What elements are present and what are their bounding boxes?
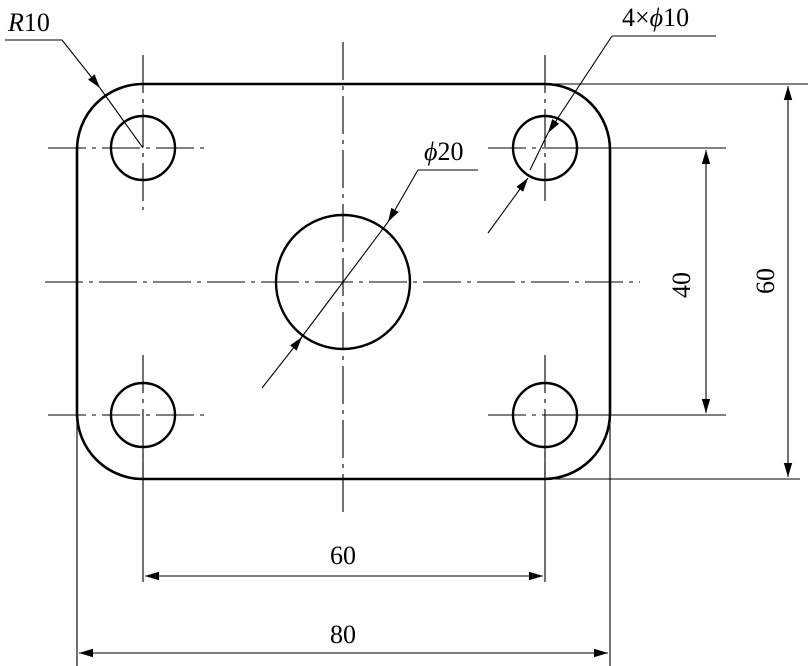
radius-leader-arrow [61, 39, 101, 89]
center-hole-label: ϕ20 [424, 137, 463, 166]
radius-letter: R [7, 8, 24, 37]
center-hole-diameter-line [297, 221, 389, 343]
small-holes-symbol: ϕ [650, 3, 663, 32]
hole-bottom-right [511, 381, 579, 449]
small-holes-prefix: 4× [622, 3, 650, 32]
center-hole-symbol: ϕ [424, 137, 437, 166]
small-holes-label: 4×ϕ10 [622, 3, 689, 32]
dim-label-horizontal-60: 60 [330, 541, 356, 570]
small-holes-leader-tail [487, 177, 529, 234]
center-hole-value: 20 [437, 137, 463, 166]
dim-label-40: 40 [667, 272, 696, 298]
radius-value: 10 [24, 8, 50, 37]
dim-label-plate-width: 80 [330, 620, 356, 649]
radius-label: R10 [7, 8, 50, 37]
hole-center [274, 213, 412, 351]
small-holes-value: 10 [663, 3, 689, 32]
radius-leader-extension [99, 87, 144, 149]
center-hole-leader-line [387, 169, 419, 223]
small-holes-diameter-line [529, 132, 549, 171]
center-hole-leader-tail [261, 336, 303, 389]
dim-label-plate-height: 60 [751, 268, 780, 294]
hole-bottom-left [109, 381, 177, 449]
hole-top-left [109, 114, 177, 182]
hole-top-right [511, 114, 579, 182]
